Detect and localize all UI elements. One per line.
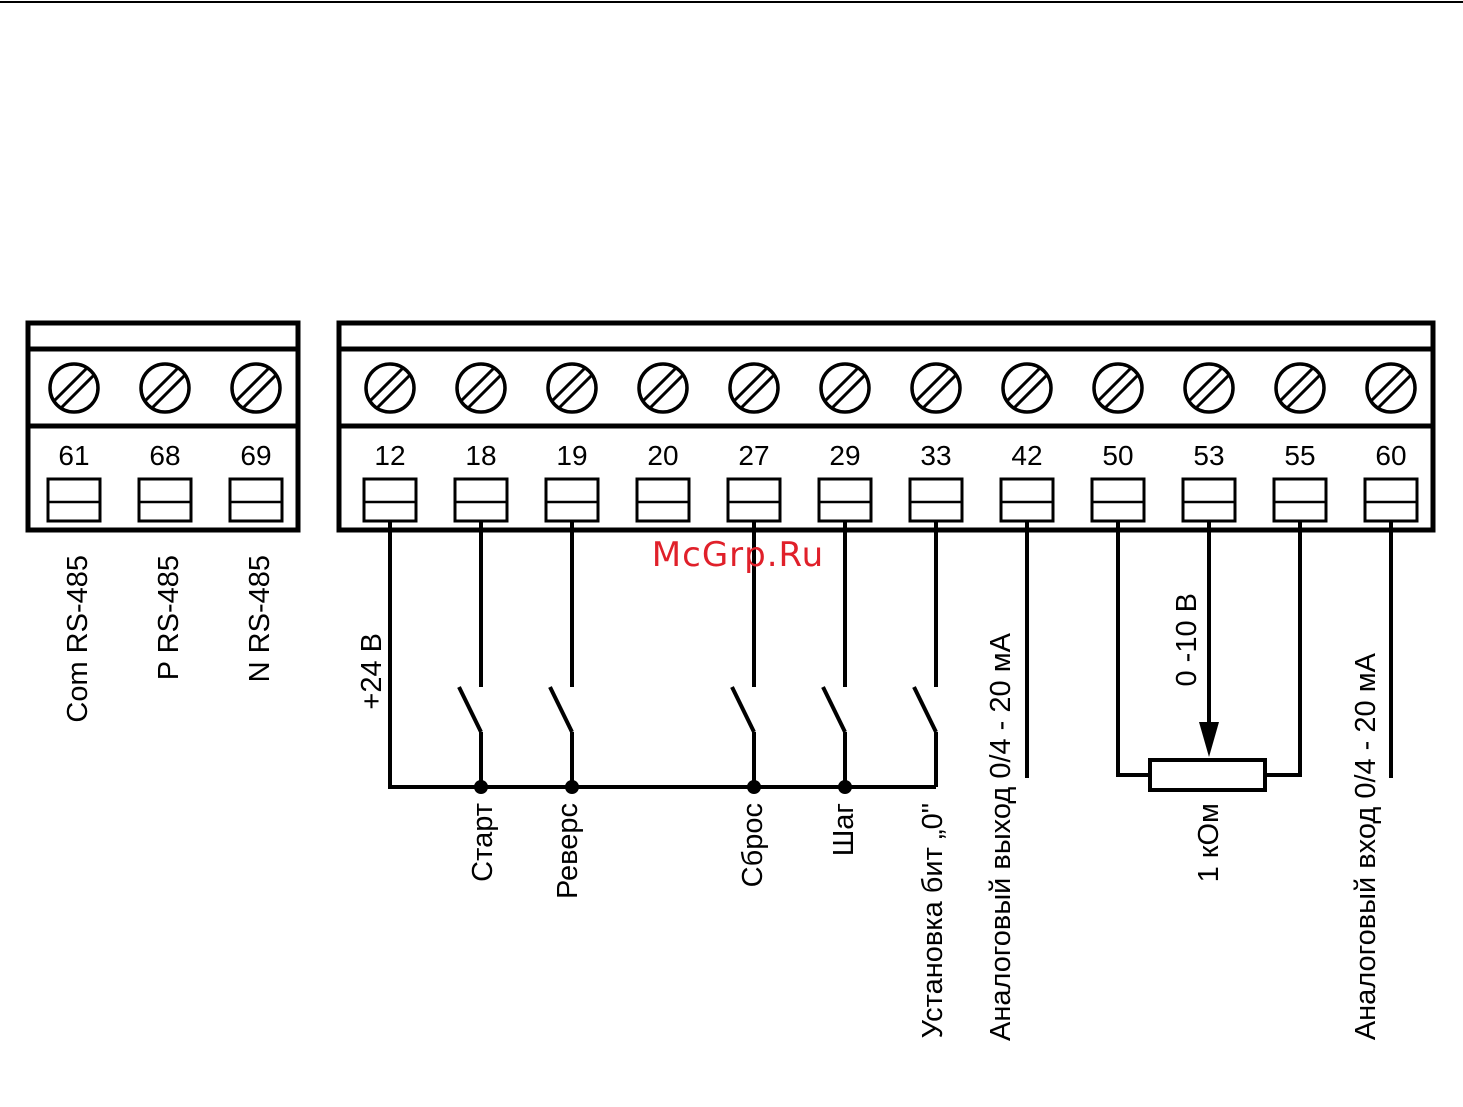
label-reverse: Реверс bbox=[552, 803, 584, 899]
wire-clamp-12 bbox=[362, 477, 418, 523]
junction-dots bbox=[474, 780, 852, 794]
terminal-number-60: 60 bbox=[1375, 440, 1406, 471]
wire-clamp-68 bbox=[137, 477, 193, 523]
terminal-numbers: 61 68 69 12 18 19 20 27 29 33 42 50 53 5… bbox=[58, 440, 1406, 471]
label-analog-output: Аналоговый выход 0/4 - 20 мА bbox=[985, 632, 1017, 1041]
terminal-screws bbox=[48, 362, 1417, 414]
label-p-rs485: P RS-485 bbox=[153, 555, 185, 680]
reset-switch-contact bbox=[730, 686, 756, 733]
label-pot-voltage: 0 -10 В bbox=[1171, 593, 1203, 687]
wire-clamp-55 bbox=[1272, 477, 1328, 523]
watermark: McGrp.Ru bbox=[652, 535, 824, 575]
pot-wire-right bbox=[1265, 522, 1302, 777]
label-start: Старт bbox=[467, 803, 499, 882]
screw-icon bbox=[1183, 362, 1235, 414]
terminal-number-29: 29 bbox=[829, 440, 860, 471]
step-switch-contact bbox=[821, 686, 847, 733]
control-terminal-block bbox=[336, 320, 1436, 533]
terminal-number-69: 69 bbox=[240, 440, 271, 471]
terminal-number-18: 18 bbox=[465, 440, 496, 471]
screw-icon bbox=[1274, 362, 1326, 414]
screw-icon bbox=[1092, 362, 1144, 414]
terminal-number-42: 42 bbox=[1011, 440, 1042, 471]
label-supply-24v: +24 В bbox=[356, 633, 388, 710]
potentiometer-resistor bbox=[1148, 758, 1267, 792]
wire-clamp-20 bbox=[635, 477, 691, 523]
setbit-switch-contact bbox=[912, 686, 938, 733]
reverse-switch-contact bbox=[548, 686, 574, 733]
wire-clamp-50 bbox=[1090, 477, 1146, 523]
wire-clamp-42 bbox=[999, 477, 1055, 523]
terminal-clamps bbox=[46, 477, 1419, 523]
terminal-number-53: 53 bbox=[1193, 440, 1224, 471]
wire-clamp-60 bbox=[1363, 477, 1419, 523]
wire-clamp-69 bbox=[228, 477, 284, 523]
wiring bbox=[388, 522, 1393, 792]
screw-icon bbox=[1365, 362, 1417, 414]
terminal-number-12: 12 bbox=[374, 440, 405, 471]
wire-clamp-19 bbox=[544, 477, 600, 523]
screw-icon bbox=[139, 362, 191, 414]
screw-icon bbox=[728, 362, 780, 414]
screw-icon bbox=[637, 362, 689, 414]
pot-wiper-arrowhead bbox=[1199, 722, 1219, 757]
wire-clamp-53 bbox=[1181, 477, 1237, 523]
screw-icon bbox=[546, 362, 598, 414]
screw-icon bbox=[819, 362, 871, 414]
screw-icon bbox=[364, 362, 416, 414]
wire-clamp-33 bbox=[908, 477, 964, 523]
screw-icon bbox=[455, 362, 507, 414]
wire-clamp-27 bbox=[726, 477, 782, 523]
terminal-number-19: 19 bbox=[556, 440, 587, 471]
terminal-number-33: 33 bbox=[920, 440, 951, 471]
label-com-rs485: Com RS-485 bbox=[62, 555, 94, 723]
terminal-number-20: 20 bbox=[647, 440, 678, 471]
screw-icon bbox=[910, 362, 962, 414]
terminal-number-55: 55 bbox=[1284, 440, 1315, 471]
label-step: Шаг bbox=[828, 803, 860, 856]
label-n-rs485: N RS-485 bbox=[244, 555, 276, 682]
start-switch-contact bbox=[457, 686, 483, 733]
terminal-number-50: 50 bbox=[1102, 440, 1133, 471]
screw-icon bbox=[230, 362, 282, 414]
wire-clamp-29 bbox=[817, 477, 873, 523]
label-analog-input: Аналоговый вход 0/4 - 20 мА bbox=[1350, 652, 1382, 1040]
rotated-labels: Com RS-485 P RS-485 N RS-485 +24 В Старт… bbox=[62, 555, 1382, 1041]
pot-wire-left bbox=[1116, 522, 1150, 777]
terminal-number-27: 27 bbox=[738, 440, 769, 471]
label-pot-resistance: 1 кОм bbox=[1193, 803, 1225, 882]
label-reset: Сброс bbox=[737, 803, 769, 887]
wire-clamp-61 bbox=[46, 477, 102, 523]
terminal-number-68: 68 bbox=[149, 440, 180, 471]
label-set-bit-zero: Установка бит „0" bbox=[917, 803, 949, 1038]
wire-clamp-18 bbox=[453, 477, 509, 523]
rs485-terminal-block bbox=[25, 320, 301, 533]
screw-icon bbox=[48, 362, 100, 414]
screw-icon bbox=[1001, 362, 1053, 414]
terminal-number-61: 61 bbox=[58, 440, 89, 471]
